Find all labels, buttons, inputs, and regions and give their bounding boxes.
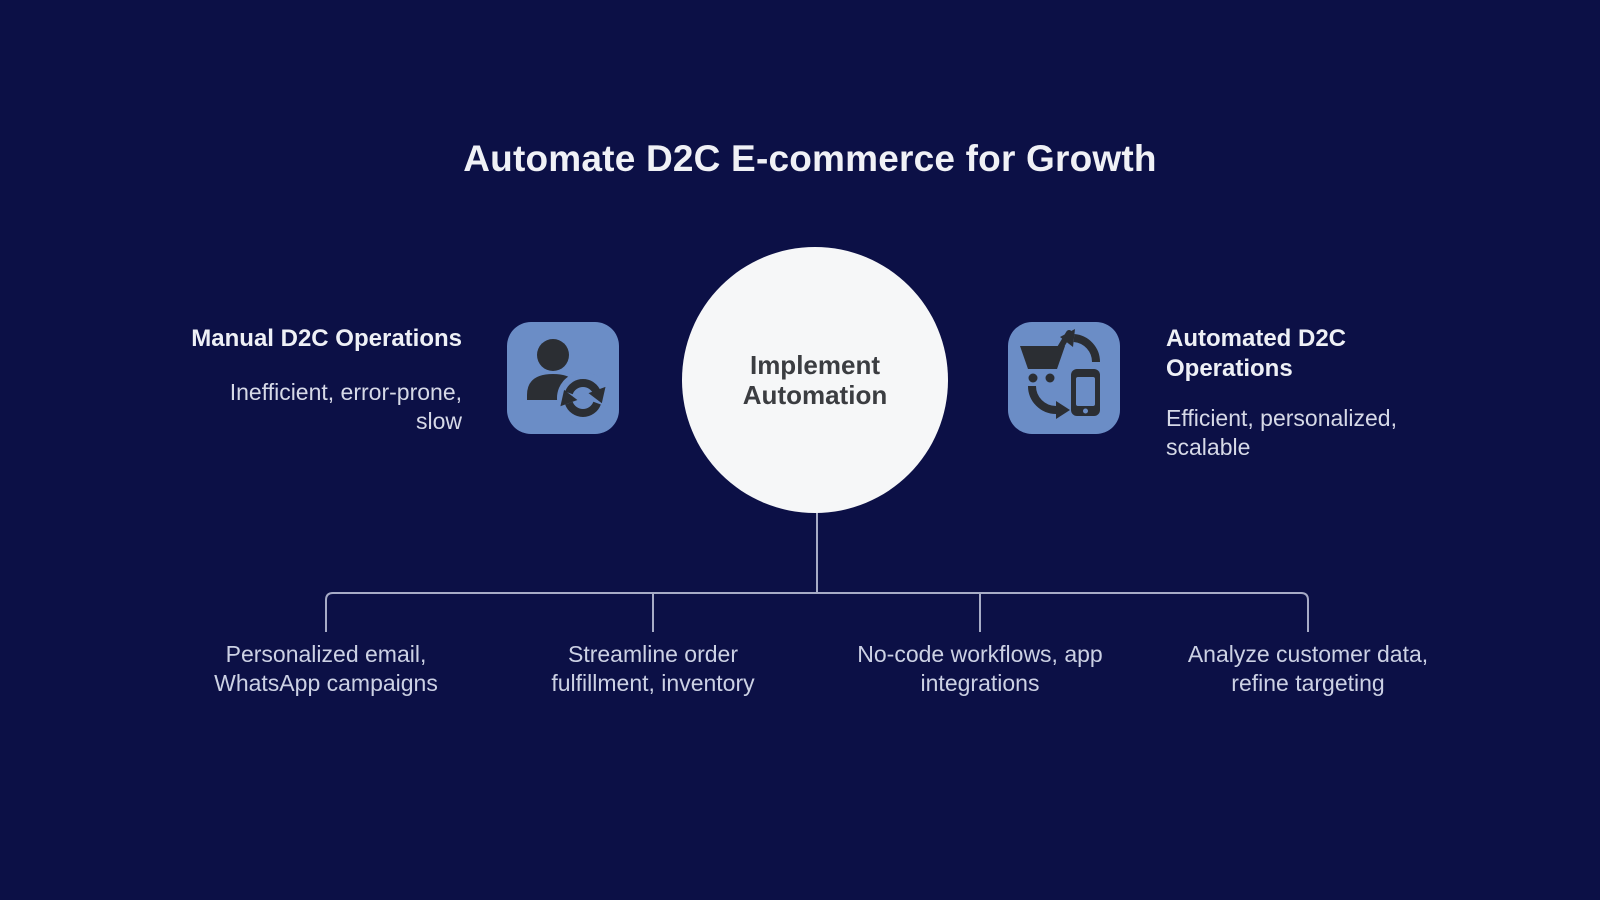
automated-operations-heading: Automated D2C Operations [1166, 324, 1466, 384]
implement-automation-label: Implement Automation [743, 350, 887, 410]
branch-label-email-campaigns: Personalized email, WhatsApp campaigns [176, 640, 476, 698]
text-line: Personalized email, [225, 641, 427, 667]
branch-label-nocode-workflows: No-code workflows, app integrations [830, 640, 1130, 698]
cart-phone-sync-icon [1020, 329, 1101, 419]
person-sync-icon [527, 339, 609, 424]
text-line: Implement [749, 350, 880, 380]
branch-bracket-line [325, 592, 1309, 632]
text-line: Automation [742, 380, 888, 410]
swap-arrows-icon [1028, 329, 1101, 419]
page-title: Automate D2C E-commerce for Growth [463, 138, 1157, 179]
text-line: scalable [1166, 434, 1251, 460]
manual-operations-tile [507, 322, 619, 434]
text-line: Operations [1166, 355, 1293, 382]
branch-label-order-fulfillment: Streamline order fulfillment, inventory [503, 640, 803, 698]
text-line: WhatsApp campaigns [214, 670, 438, 696]
text-line: Automated D2C [1166, 325, 1347, 352]
text-line: No-code workflows, app [857, 641, 1103, 667]
smartphone-icon [1071, 369, 1100, 416]
branch-connector-lines [325, 508, 1309, 632]
text-line: Efficient, personalized, [1166, 405, 1397, 431]
text-line: Streamline order [567, 641, 739, 667]
text-line: Analyze customer data, [1187, 641, 1429, 667]
shopping-cart-icon [1020, 330, 1072, 383]
text-line: Inefficient, error-prone, [229, 379, 462, 405]
text-line: fulfillment, inventory [551, 670, 755, 696]
text-line: integrations [920, 670, 1040, 696]
manual-operations-block: Manual D2C Operations Inefficient, error… [150, 324, 462, 436]
text-line: refine targeting [1231, 670, 1385, 696]
automated-operations-block: Automated D2C Operations Efficient, pers… [1166, 324, 1466, 462]
automated-operations-description: Efficient, personalized, scalable [1166, 404, 1466, 462]
text-line: slow [415, 408, 462, 434]
implement-automation-node: Implement Automation [682, 247, 948, 513]
manual-operations-heading: Manual D2C Operations [191, 325, 462, 352]
automated-operations-tile [1008, 322, 1120, 434]
branch-label-customer-data: Analyze customer data, refine targeting [1158, 640, 1458, 698]
manual-operations-description: Inefficient, error-prone, slow [150, 378, 462, 436]
sync-arrows-icon [560, 379, 606, 417]
